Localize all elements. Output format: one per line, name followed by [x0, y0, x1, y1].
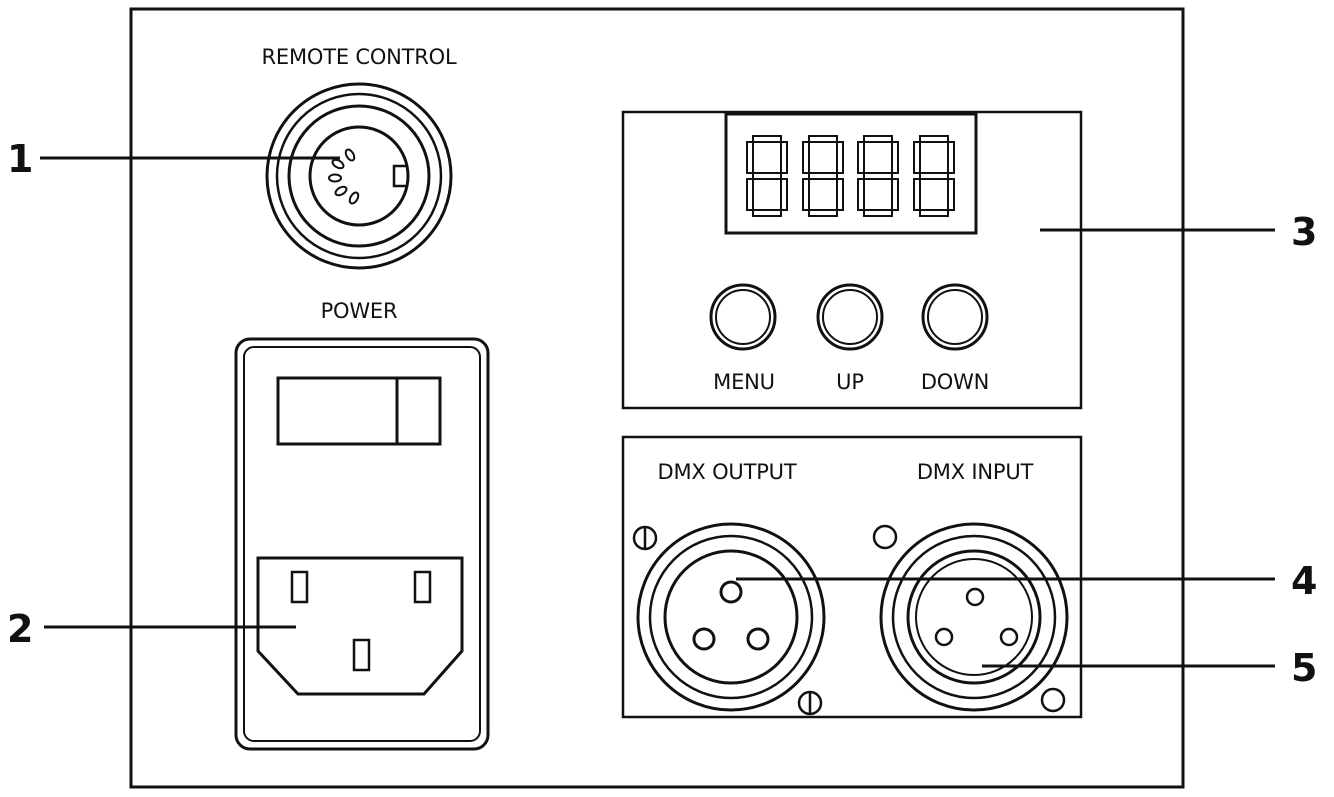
- menu-button-label: MENU: [713, 370, 775, 394]
- dmx-output-connector: [632, 522, 826, 716]
- down-button[interactable]: [921, 283, 989, 351]
- seven-segment-digit-3: [857, 135, 899, 217]
- callout-4: 4: [736, 559, 1317, 603]
- remote-control-label: REMOTE CONTROL: [261, 45, 457, 69]
- seven-segment-digit-1: [746, 135, 788, 217]
- dmx-input-connector: [872, 522, 1069, 713]
- panel-frame: [129, 7, 1185, 789]
- power-switch: [276, 376, 442, 446]
- remote-control-connector: [265, 82, 453, 270]
- dmx-box: [621, 435, 1083, 719]
- power-label: POWER: [321, 299, 398, 323]
- power-inlet-module: [234, 337, 490, 751]
- callout-5-number: 5: [1291, 646, 1317, 690]
- control-display-box: [621, 110, 1083, 410]
- callout-5: 5: [982, 646, 1317, 690]
- callout-1-number: 1: [7, 137, 33, 181]
- up-button-label: UP: [836, 370, 864, 394]
- menu-button[interactable]: [709, 283, 777, 351]
- callout-4-number: 4: [1291, 559, 1317, 603]
- callout-3: 3: [1040, 210, 1317, 254]
- iec-power-inlet: [256, 556, 464, 696]
- dmx-output-label: DMX OUTPUT: [658, 460, 797, 484]
- seven-segment-digit-2: [802, 135, 844, 217]
- callout-2: 2: [7, 607, 296, 651]
- led-display: [724, 112, 978, 235]
- callout-3-number: 3: [1291, 210, 1317, 254]
- up-button[interactable]: [816, 283, 884, 351]
- down-button-label: DOWN: [921, 370, 989, 394]
- dmx-input-label: DMX INPUT: [917, 460, 1034, 484]
- callout-1: 1: [7, 137, 340, 181]
- seven-segment-digit-4: [913, 135, 955, 217]
- callout-2-number: 2: [7, 607, 33, 651]
